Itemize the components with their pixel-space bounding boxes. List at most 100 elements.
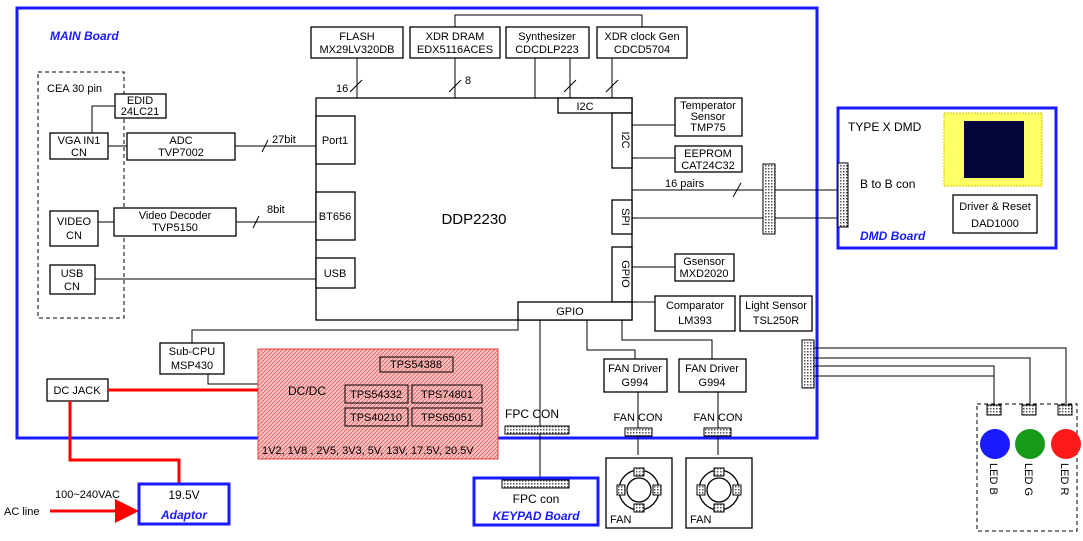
svg-text:FAN Driver: FAN Driver xyxy=(685,363,739,375)
dcdc-label: DC/DC xyxy=(288,384,326,398)
cea-connector-group xyxy=(37,71,125,319)
svg-text:TVP7002: TVP7002 xyxy=(158,147,204,159)
svg-text:16: 16 xyxy=(336,83,348,95)
svg-text:8: 8 xyxy=(465,75,471,87)
flash-block xyxy=(310,26,404,59)
dmd-board-label: DMD Board xyxy=(860,229,926,243)
dcdc-area xyxy=(257,348,499,460)
svg-text:TPS54388: TPS54388 xyxy=(390,359,442,371)
voltage-rails: 1V2, 1V8 , 2V5, 3V3, 5V, 13V, 17.5V, 20.… xyxy=(262,445,474,457)
synthesizer-block xyxy=(505,26,590,59)
svg-text:Gsensor: Gsensor xyxy=(683,256,725,268)
driver-reset-block xyxy=(952,194,1038,234)
spi-block xyxy=(611,199,633,235)
svg-text:CDCDLP223: CDCDLP223 xyxy=(515,44,579,56)
svg-text:FAN CON: FAN CON xyxy=(614,412,663,424)
svg-text:DAD1000: DAD1000 xyxy=(971,218,1019,230)
xdr-dram-block xyxy=(409,26,501,59)
svg-text:FAN: FAN xyxy=(690,514,711,526)
svg-text:EEPROM: EEPROM xyxy=(684,148,732,160)
eeprom-block xyxy=(674,145,743,173)
svg-text:I2C: I2C xyxy=(576,101,593,113)
light-sensor-block xyxy=(739,295,813,332)
i2c-top-block xyxy=(557,97,633,114)
svg-text:EDID: EDID xyxy=(127,95,153,107)
svg-text:Port1: Port1 xyxy=(322,135,348,147)
svg-text:Sensor: Sensor xyxy=(691,111,726,123)
svg-text:MX29LV320DB: MX29LV320DB xyxy=(319,44,394,56)
dmd-chip xyxy=(964,121,1024,178)
ddp2230-chip xyxy=(315,97,633,321)
adaptor-label: Adaptor xyxy=(160,508,208,522)
svg-text:USB: USB xyxy=(61,268,84,280)
adc-block xyxy=(126,132,236,161)
svg-text:EDX5116ACES: EDX5116ACES xyxy=(417,44,493,56)
svg-text:TPS40210: TPS40210 xyxy=(350,412,402,424)
svg-text:FAN CON: FAN CON xyxy=(694,412,743,424)
svg-text:MXD2020: MXD2020 xyxy=(680,268,729,280)
keypad-board-border xyxy=(472,476,600,527)
svg-text:TSL250R: TSL250R xyxy=(753,315,800,327)
svg-text:VGA IN1: VGA IN1 xyxy=(58,135,101,147)
svg-text:FLASH: FLASH xyxy=(339,31,375,43)
bt656-block xyxy=(315,191,356,241)
svg-text:AC line: AC line xyxy=(4,506,39,518)
svg-text:Video Decoder: Video Decoder xyxy=(139,210,212,222)
led-b xyxy=(980,429,1010,459)
svg-text:LM393: LM393 xyxy=(678,315,712,327)
svg-text:GPIO: GPIO xyxy=(619,260,631,288)
fan-driver-1 xyxy=(603,358,668,393)
svg-text:Temperator: Temperator xyxy=(680,100,736,112)
keypad-board-label: KEYPAD Board xyxy=(492,509,580,523)
svg-text:B to B con: B to B con xyxy=(860,177,915,191)
svg-text:TVP5150: TVP5150 xyxy=(152,222,198,234)
svg-text:Synthesizer: Synthesizer xyxy=(518,31,576,43)
svg-text:GPIO: GPIO xyxy=(556,306,584,318)
usb-port-block xyxy=(315,257,356,289)
pairs-label: 16 pairs xyxy=(665,178,705,190)
vga-in-connector xyxy=(49,132,109,160)
sub-cpu-block xyxy=(159,342,225,375)
svg-text:USB: USB xyxy=(324,268,347,280)
led-r xyxy=(1051,429,1081,459)
svg-text:ADC: ADC xyxy=(169,135,192,147)
video-connector xyxy=(49,210,99,247)
led-g xyxy=(1015,429,1045,459)
svg-text:FAN: FAN xyxy=(610,514,631,526)
b2b-connector-main xyxy=(762,163,776,235)
svg-text:TPS54332: TPS54332 xyxy=(350,389,402,401)
bus-27bit: 27bit xyxy=(272,134,296,146)
led-connector-main xyxy=(801,339,815,389)
svg-text:CDCD5704: CDCD5704 xyxy=(614,44,670,56)
svg-text:VIDEO: VIDEO xyxy=(57,216,92,228)
ddp2230-label: DDP2230 xyxy=(441,211,506,228)
svg-text:BT656: BT656 xyxy=(319,211,351,223)
svg-text:TPS65051: TPS65051 xyxy=(421,412,473,424)
fpc-connector-main xyxy=(504,425,570,435)
main-board-label: MAIN Board xyxy=(50,29,119,43)
svg-text:FPC con: FPC con xyxy=(513,492,560,506)
svg-text:CN: CN xyxy=(71,147,87,159)
i2c-side-block xyxy=(611,112,633,169)
svg-text:DC JACK: DC JACK xyxy=(53,385,101,397)
svg-text:100~240VAC: 100~240VAC xyxy=(55,489,120,501)
usb-connector xyxy=(49,264,96,295)
svg-text:Sub-CPU: Sub-CPU xyxy=(169,346,216,358)
svg-text:19.5V: 19.5V xyxy=(168,488,199,502)
svg-text:FAN Driver: FAN Driver xyxy=(608,363,662,375)
svg-text:LED G: LED G xyxy=(1022,463,1034,496)
svg-text:G994: G994 xyxy=(699,377,726,389)
svg-text:XDR DRAM: XDR DRAM xyxy=(426,31,485,43)
port1-block xyxy=(315,115,356,165)
svg-text:LED R: LED R xyxy=(1058,463,1070,495)
svg-text:CN: CN xyxy=(64,281,80,293)
svg-text:FPC CON: FPC CON xyxy=(505,407,559,421)
comparator-block xyxy=(654,295,736,332)
bus-8bit: 8bit xyxy=(267,204,285,216)
svg-text:SPI: SPI xyxy=(619,208,631,226)
svg-text:XDR clock Gen: XDR clock Gen xyxy=(604,31,679,43)
svg-text:CAT24C32: CAT24C32 xyxy=(681,160,735,172)
svg-text:MSP430: MSP430 xyxy=(171,360,213,372)
svg-text:I2C: I2C xyxy=(619,131,631,148)
